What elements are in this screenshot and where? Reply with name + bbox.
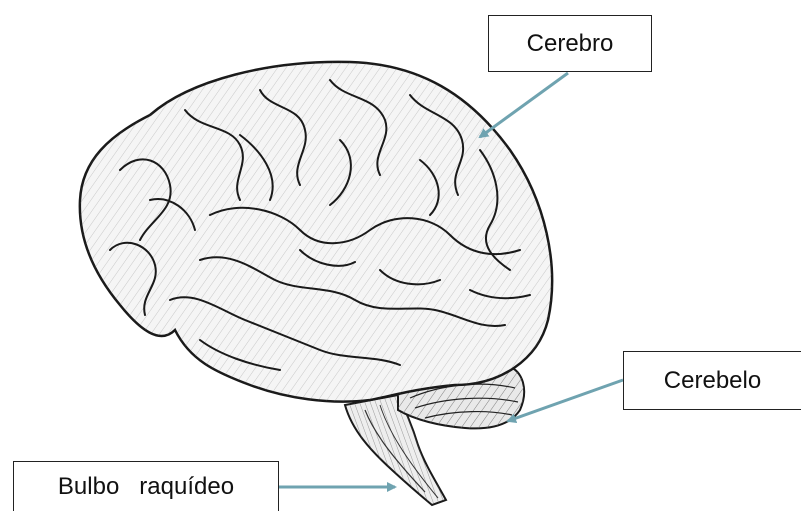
label-bulbo-raquideo: Bulbo raquídeo (13, 461, 279, 511)
label-cerebelo: Cerebelo (623, 351, 801, 410)
arrow-cerebelo (508, 380, 623, 421)
label-cerebro: Cerebro (488, 15, 652, 72)
cerebrum-illustration (80, 62, 552, 402)
arrow-cerebro (480, 73, 568, 137)
